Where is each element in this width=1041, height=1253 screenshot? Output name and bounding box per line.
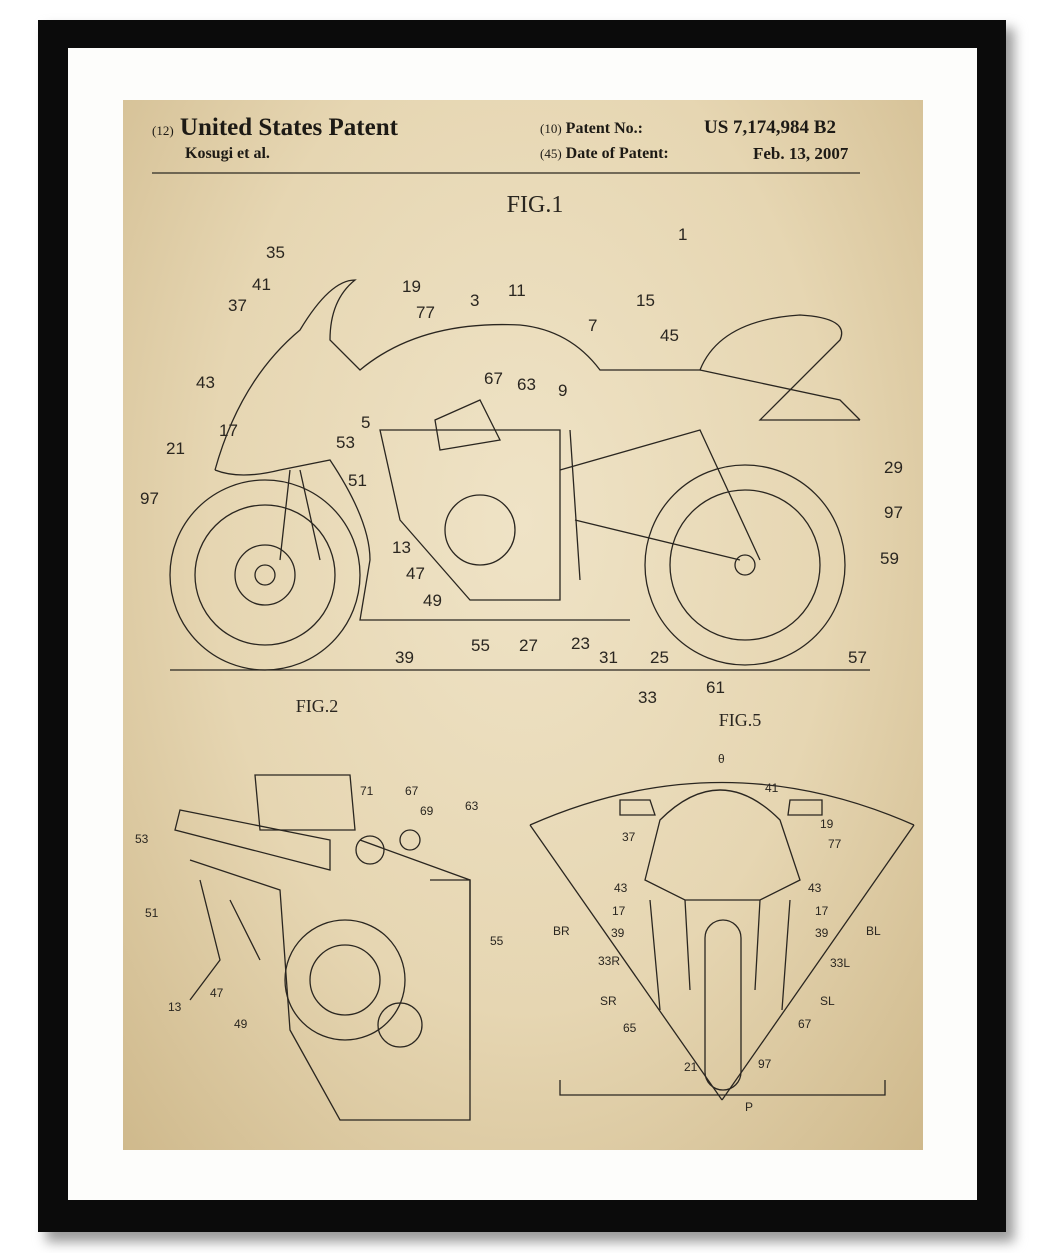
ref-numeral: 97 xyxy=(140,489,159,508)
ref-numeral: 77 xyxy=(828,837,842,851)
ref-numeral: 19 xyxy=(402,277,421,296)
inventor: Kosugi et al. xyxy=(185,145,270,162)
ref-numeral: 29 xyxy=(884,458,903,477)
ref-numeral: 43 xyxy=(196,373,215,392)
ref-numeral: 67 xyxy=(798,1017,812,1031)
ref-numeral: SR xyxy=(600,994,617,1008)
ref-numeral: 53 xyxy=(336,433,355,452)
patent-number: US 7,174,984 B2 xyxy=(704,117,836,138)
patent-no-label: (10) Patent No.: xyxy=(540,120,643,137)
ref-numeral: 35 xyxy=(266,243,285,262)
ref-numeral: 31 xyxy=(599,648,618,667)
patent-title: (12) United States Patent xyxy=(152,114,398,141)
ref-numeral: 59 xyxy=(880,549,899,568)
ref-numeral: SL xyxy=(820,994,835,1008)
ref-numeral: 15 xyxy=(636,291,655,310)
ref-numeral: 9 xyxy=(558,381,567,400)
ref-numeral: 1 xyxy=(678,225,687,244)
ref-numeral: 63 xyxy=(517,375,536,394)
ref-numeral: 67 xyxy=(405,784,419,798)
ref-numeral: 51 xyxy=(348,471,367,490)
ref-numeral: 21 xyxy=(166,439,185,458)
ref-numeral: 17 xyxy=(612,904,626,918)
ref-numeral: 43 xyxy=(808,881,822,895)
ref-numeral: BL xyxy=(866,924,881,938)
ref-numeral: 33R xyxy=(598,954,620,968)
ref-numeral: 37 xyxy=(228,296,247,315)
ref-numeral: 47 xyxy=(406,564,425,583)
fig5-reference-numerals: θ 41 19 77 37 43 43 17 17 BR BL 39 39 33… xyxy=(553,752,881,1114)
fig2-engine-drawing xyxy=(174,774,471,1121)
ref-numeral: 47 xyxy=(210,986,224,1000)
ref-numeral: 37 xyxy=(622,830,636,844)
ref-numeral: 51 xyxy=(145,906,159,920)
ref-numeral: 49 xyxy=(234,1017,248,1031)
ref-numeral: 27 xyxy=(519,636,538,655)
ref-numeral: 57 xyxy=(848,648,867,667)
fig2-reference-numerals: 71 67 69 63 53 51 55 47 13 49 xyxy=(135,784,504,1031)
ref-numeral: 13 xyxy=(168,1000,182,1014)
ref-numeral: 77 xyxy=(416,303,435,322)
fig1-motorcycle-drawing xyxy=(169,279,870,671)
ref-numeral: 19 xyxy=(820,817,834,831)
fig5-title: FIG.5 xyxy=(719,710,762,730)
ref-numeral: 61 xyxy=(706,678,725,697)
ref-numeral: 43 xyxy=(614,881,628,895)
ref-numeral: 39 xyxy=(815,926,829,940)
ref-numeral: 21 xyxy=(684,1060,698,1074)
fig5-front-view-drawing xyxy=(529,781,915,1101)
fig2-title: FIG.2 xyxy=(296,696,339,716)
ref-numeral: 33 xyxy=(638,688,657,707)
ref-numeral: 65 xyxy=(623,1021,637,1035)
ref-numeral: 49 xyxy=(423,591,442,610)
date-label: (45) Date of Patent: xyxy=(540,145,669,162)
ref-numeral: P xyxy=(745,1100,753,1114)
ref-numeral: 5 xyxy=(361,413,370,432)
ref-numeral: 67 xyxy=(484,369,503,388)
ref-numeral: 23 xyxy=(571,634,590,653)
ref-numeral: 17 xyxy=(815,904,829,918)
ref-numeral: 69 xyxy=(420,804,434,818)
patent-date: Feb. 13, 2007 xyxy=(753,144,849,163)
fig1-reference-numerals: 35 1 41 19 77 3 11 15 37 7 45 43 67 63 9… xyxy=(140,225,903,707)
ref-numeral: 53 xyxy=(135,832,149,846)
ref-numeral: 63 xyxy=(465,799,479,813)
ref-numeral: 41 xyxy=(252,275,271,294)
fig1-title: FIG.1 xyxy=(507,192,564,218)
ref-numeral: 11 xyxy=(508,281,526,300)
ref-numeral: θ xyxy=(718,752,725,766)
ref-numeral: 39 xyxy=(611,926,625,940)
ref-numeral: 25 xyxy=(650,648,669,667)
ref-numeral: 97 xyxy=(884,503,903,522)
ref-numeral: 33L xyxy=(830,956,850,970)
ref-numeral: 71 xyxy=(360,784,374,798)
ref-numeral: 45 xyxy=(660,326,679,345)
ref-numeral: 7 xyxy=(588,316,597,335)
ref-numeral: 55 xyxy=(471,636,490,655)
ref-numeral: 13 xyxy=(392,538,411,557)
ref-numeral: 97 xyxy=(758,1057,772,1071)
ref-numeral: 39 xyxy=(395,648,414,667)
ref-numeral: 55 xyxy=(490,934,504,948)
ref-numeral: 41 xyxy=(765,781,779,795)
ref-numeral: 17 xyxy=(219,421,238,440)
ref-numeral: 3 xyxy=(470,291,479,310)
ref-numeral: BR xyxy=(553,924,570,938)
